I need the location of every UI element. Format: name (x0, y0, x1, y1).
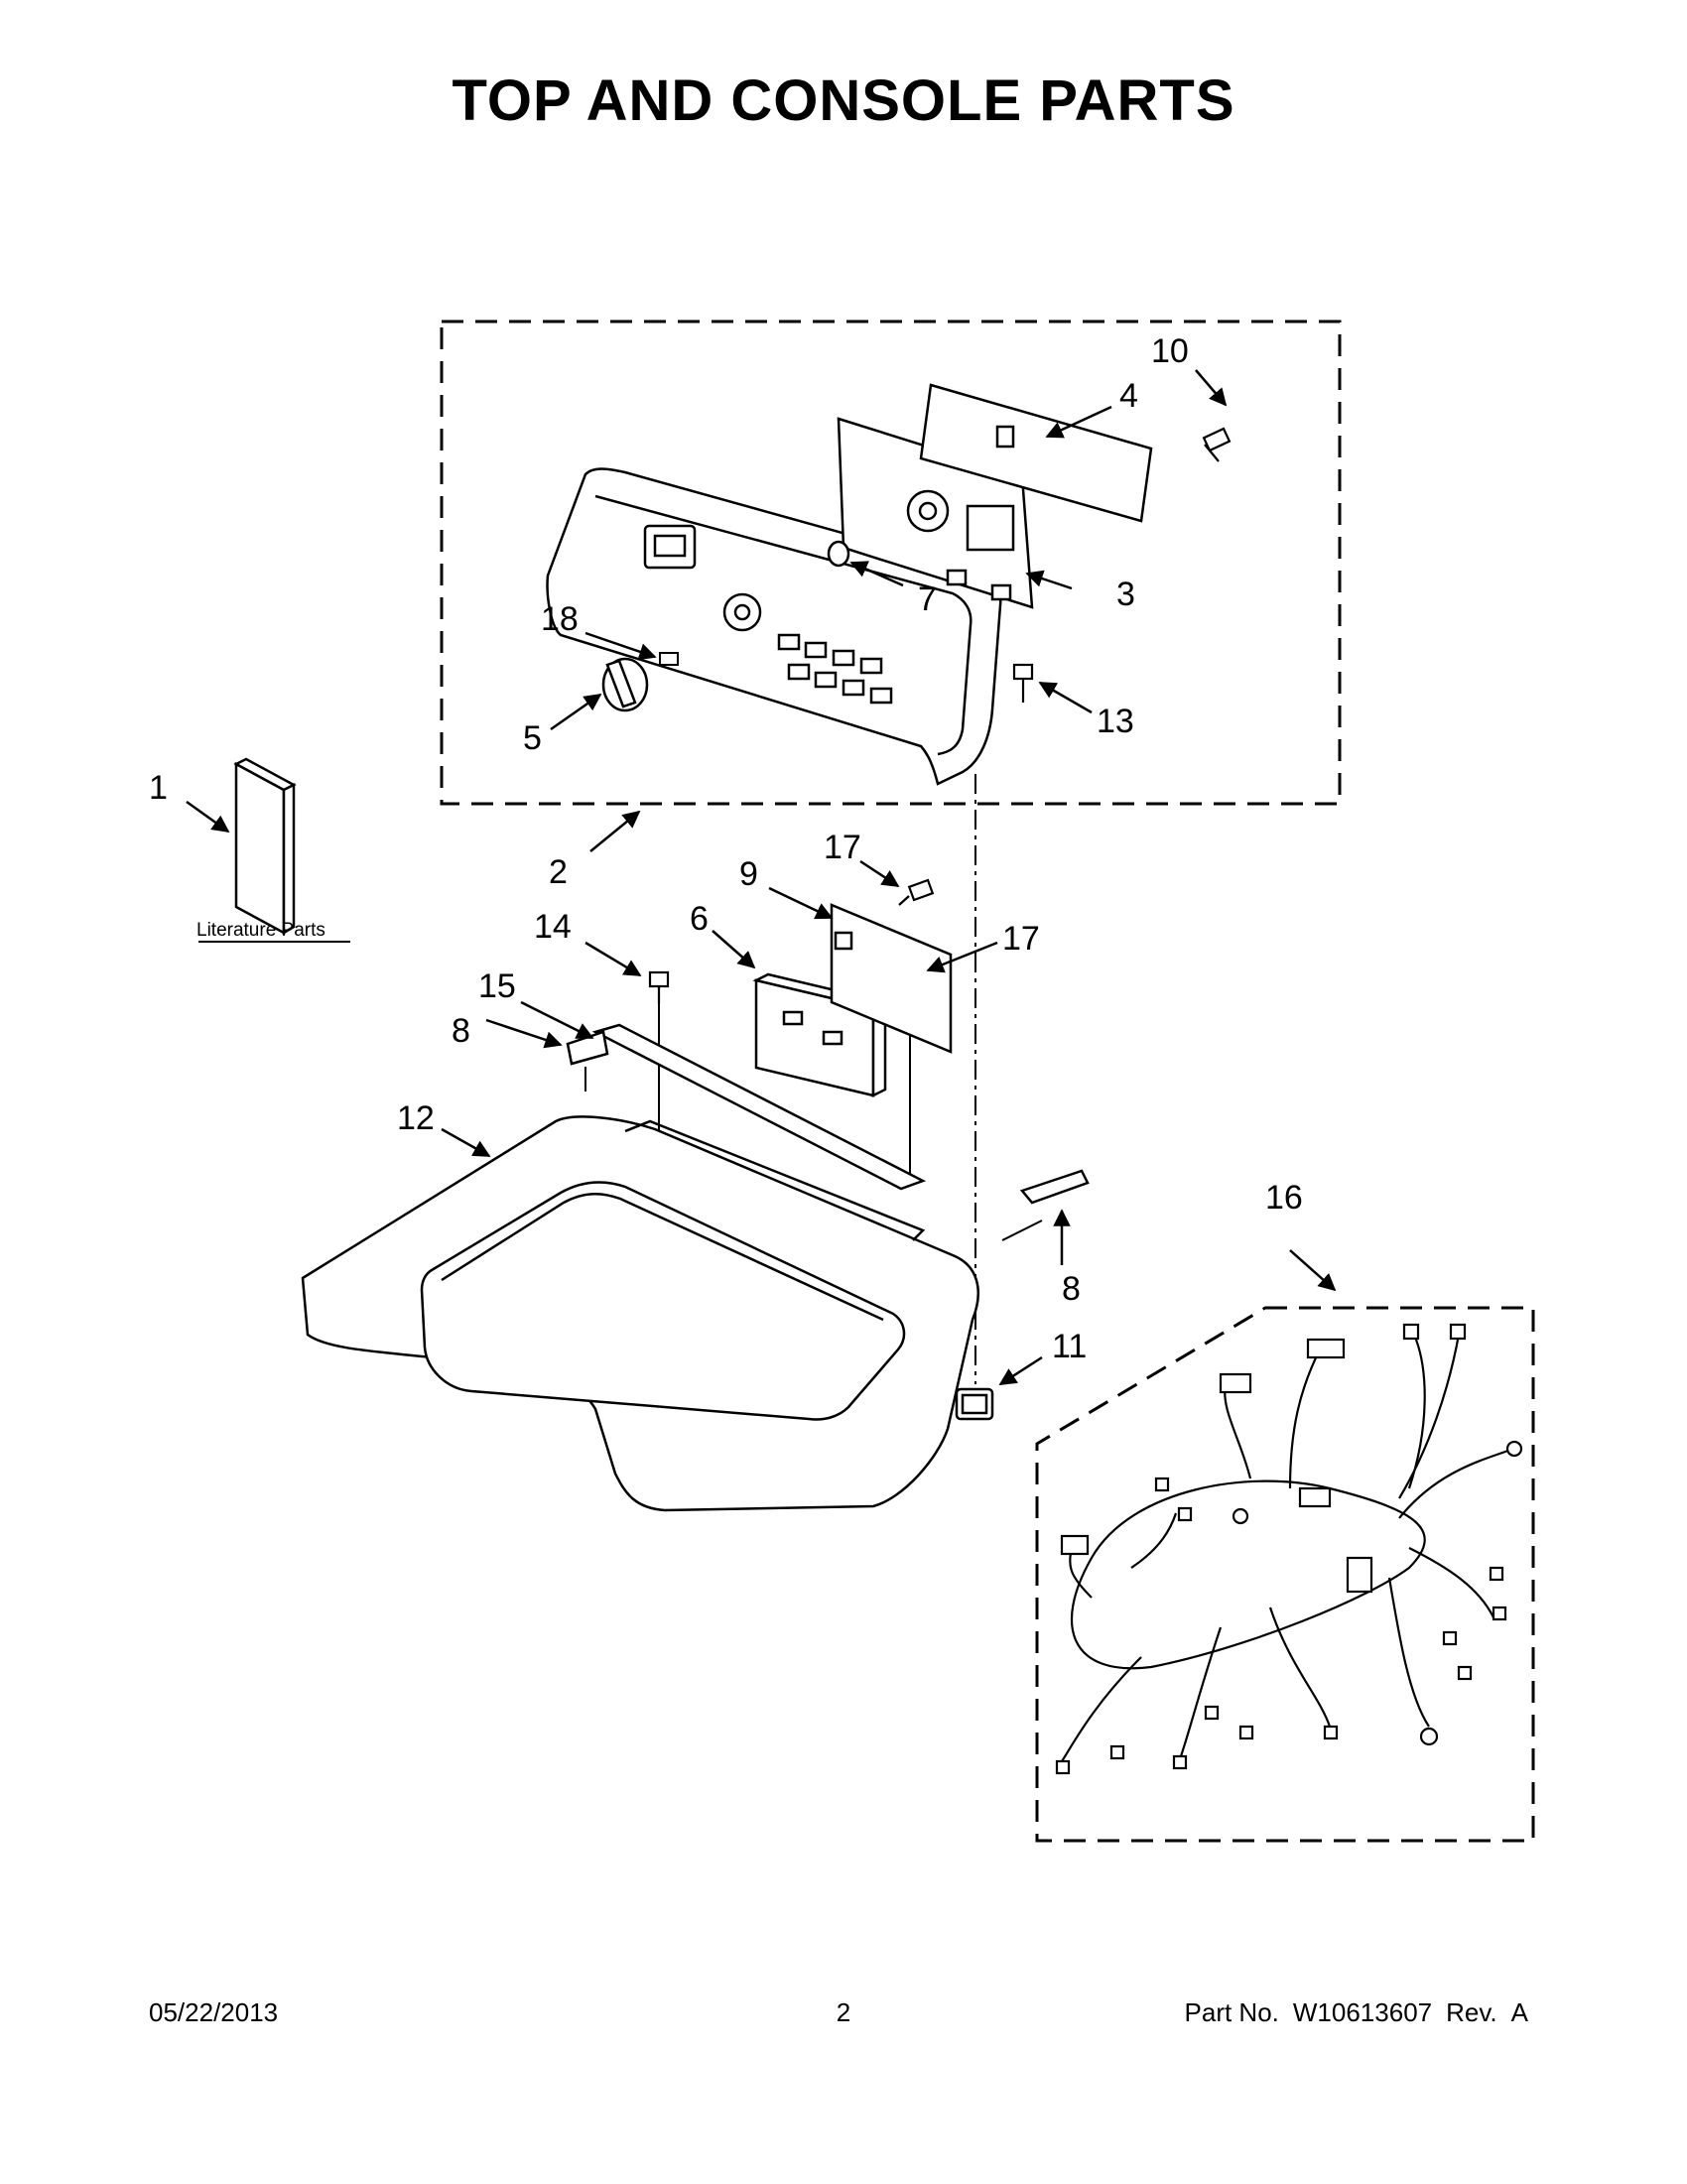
callout-16: 16 (1265, 1179, 1303, 1217)
knob-clip-icon (659, 652, 679, 666)
page-title: TOP AND CONSOLE PARTS (452, 68, 1235, 133)
callout-2: 2 (549, 853, 568, 891)
screw-13-icon (1012, 663, 1034, 703)
callout-4: 4 (1119, 377, 1138, 415)
callout-17-right: 17 (1002, 920, 1040, 958)
callout-18: 18 (541, 600, 579, 638)
seal-ring-icon (827, 540, 850, 568)
harness-group-box (1035, 1306, 1535, 1843)
callout-17-top: 17 (824, 829, 861, 866)
hinge-clip-right-icon (1019, 1169, 1090, 1205)
callout-9: 9 (739, 855, 758, 893)
callout-5: 5 (523, 719, 542, 757)
board-bracket-icon (830, 903, 953, 1054)
literature-booklet-icon (233, 757, 297, 936)
callout-12: 12 (397, 1099, 435, 1137)
screw-17-top-icon (898, 878, 935, 906)
console-plate-icon (919, 383, 1153, 523)
rev-value: A (1510, 1997, 1528, 2027)
screw-10-icon (1202, 427, 1232, 462)
footer-date: 05/22/2013 (149, 1997, 279, 2027)
callout-14: 14 (534, 908, 572, 946)
literature-parts-label: Literature Parts (196, 920, 325, 941)
callout-15: 15 (478, 967, 516, 1005)
callout-8-right: 8 (1062, 1270, 1081, 1308)
callout-6: 6 (690, 900, 709, 938)
callout-3: 3 (1116, 576, 1135, 613)
callout-7: 7 (918, 580, 937, 618)
wiring-harness-icon (1055, 1323, 1523, 1775)
callout-1: 1 (149, 769, 168, 807)
footer-part-info: Part No. W10613607 Rev. A (1185, 1997, 1528, 2028)
callout-8-left: 8 (452, 1012, 470, 1050)
part-number: W10613607 (1292, 1997, 1433, 2027)
callout-13: 13 (1097, 703, 1134, 740)
main-control-board-icon (752, 972, 889, 1098)
footer-page-number: 2 (836, 1997, 851, 2027)
console-group-box (440, 320, 1342, 806)
callout-10: 10 (1151, 332, 1189, 370)
console-bezel-strip-icon (591, 1023, 927, 1191)
foot-icon (955, 1387, 994, 1421)
part-no-label: Part No. (1184, 1997, 1279, 2027)
knob-icon (601, 657, 649, 712)
screw-14-icon (648, 970, 670, 1004)
top-panel-icon (301, 1115, 979, 1512)
callout-leaders (186, 369, 1337, 1386)
hinge-clip-right-guide (1001, 1220, 1043, 1241)
callout-11: 11 (1052, 1328, 1087, 1365)
rev-label: Rev. (1446, 1997, 1497, 2027)
